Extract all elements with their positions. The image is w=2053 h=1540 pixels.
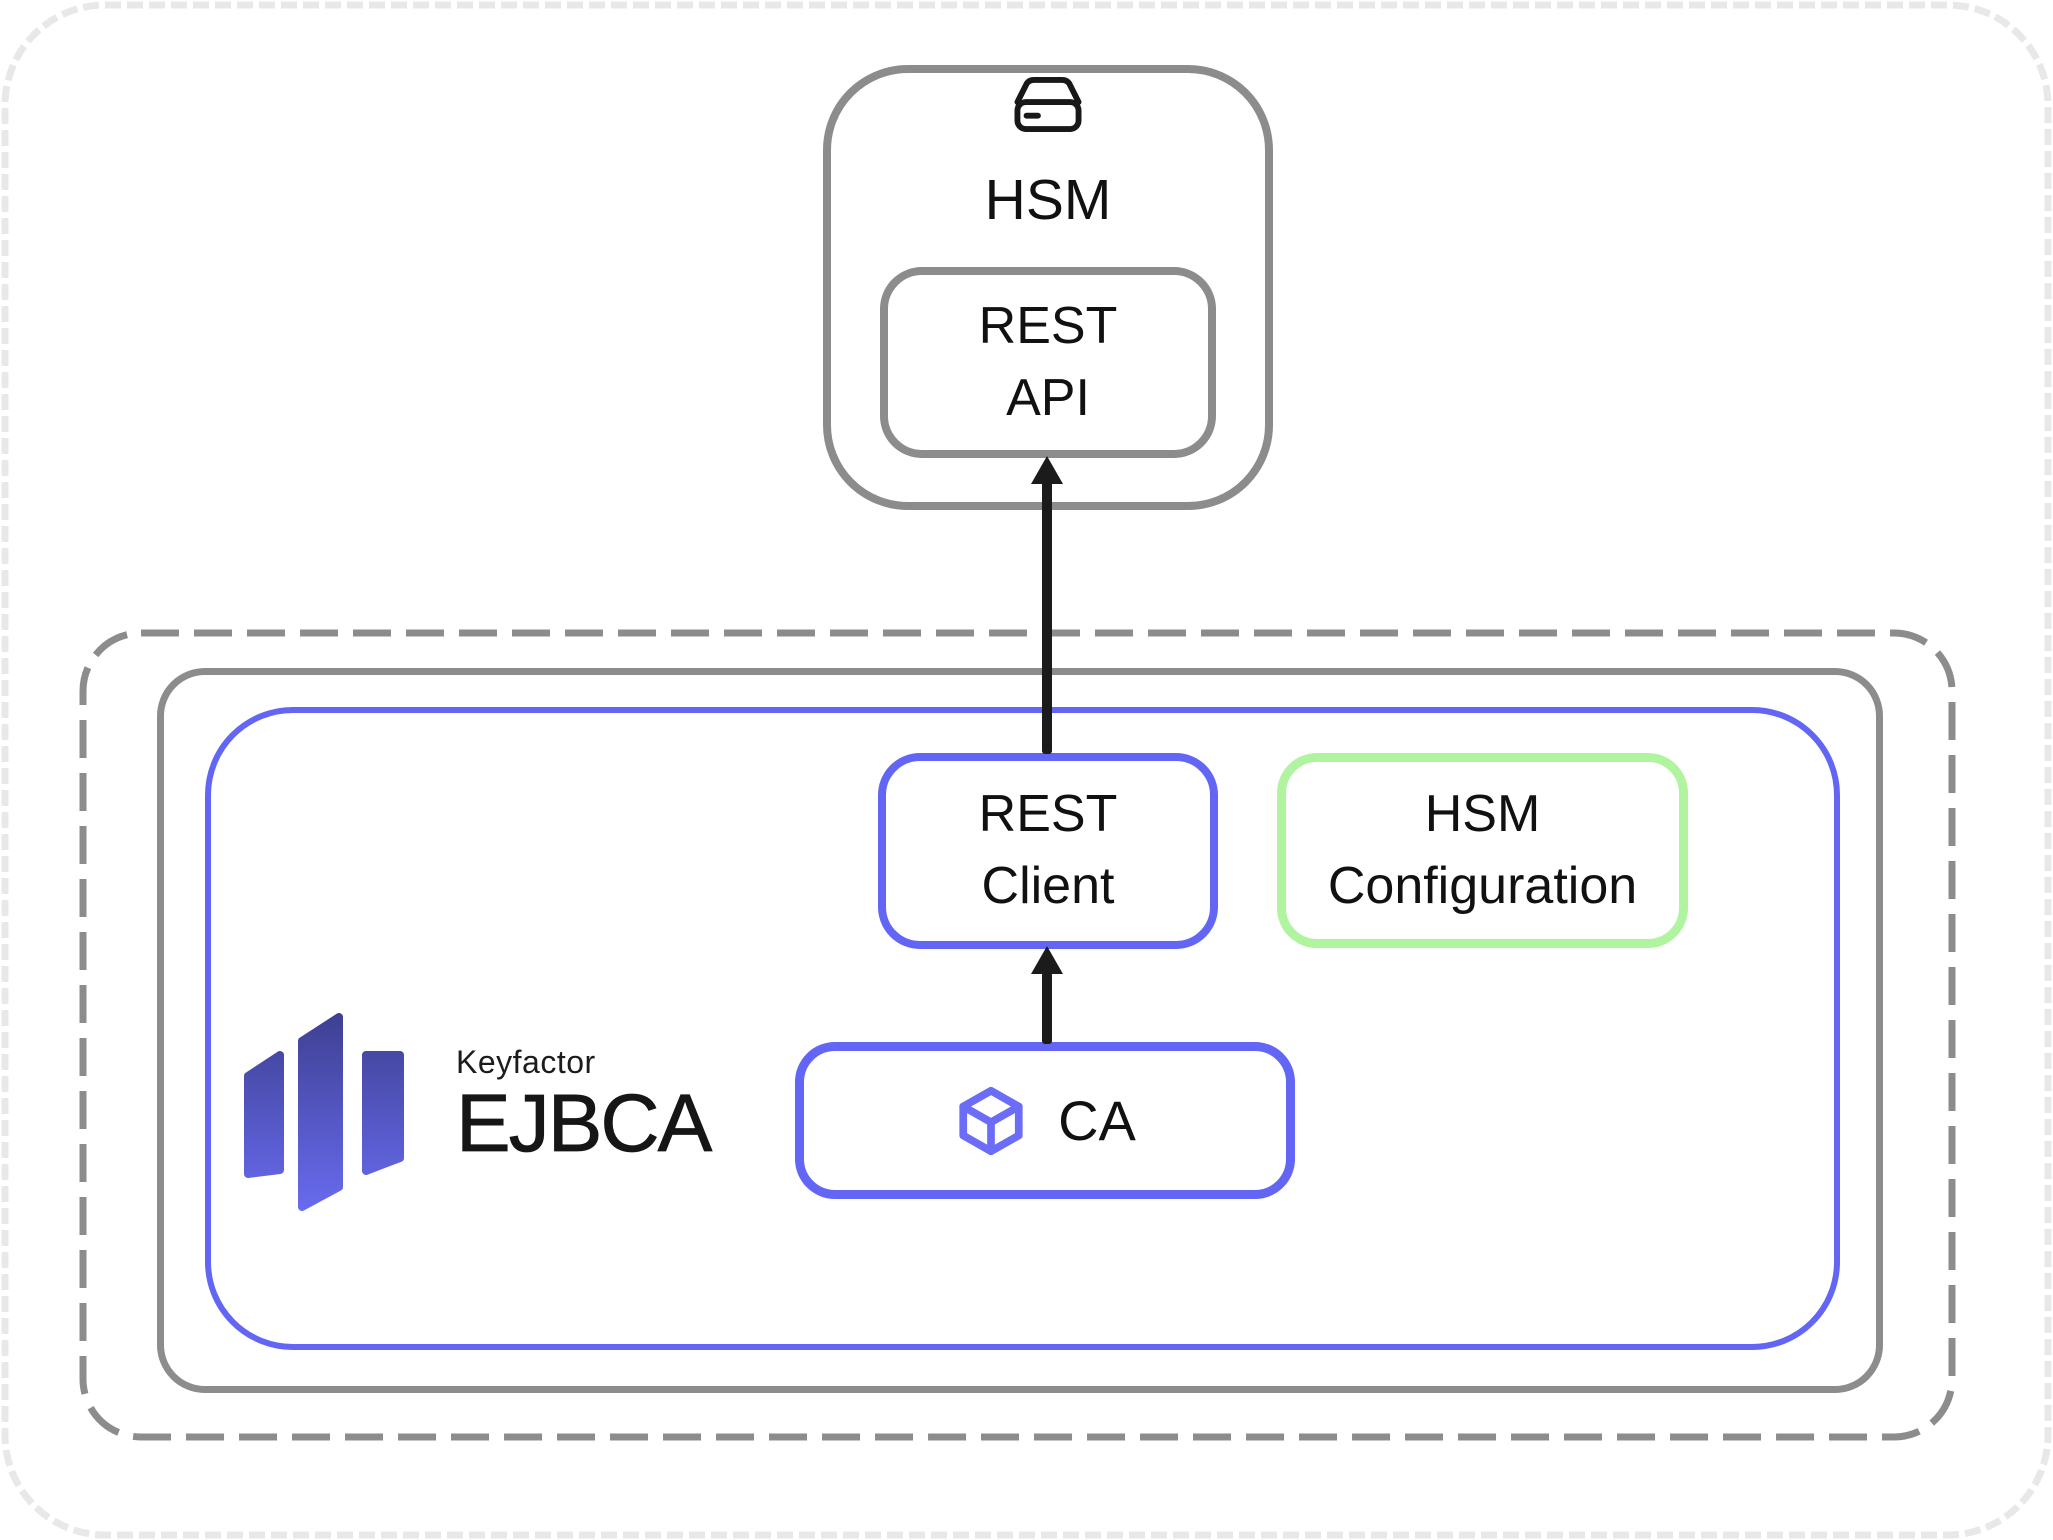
rest-client-node: REST Client [878, 753, 1218, 949]
arrow-rest-client-to-rest-api-line [1042, 478, 1052, 754]
rest-api-label-line2: API [1006, 368, 1090, 427]
keyfactor-bars-icon [244, 1013, 404, 1211]
logo-product-text: EJBCA [456, 1078, 713, 1169]
hsm-title: HSM [984, 168, 1112, 232]
cube-icon [959, 1086, 1023, 1155]
hard-drive-icon [1014, 77, 1082, 132]
arrow-ca-to-rest-client-head [1031, 946, 1063, 974]
logo-brand-text: Keyfactor [456, 1044, 596, 1080]
arrow-rest-client-to-rest-api-head [1031, 456, 1063, 484]
ca-node: CA [795, 1042, 1295, 1199]
rest-client-label-line2: Client [981, 857, 1115, 915]
rest-api-node: REST API [880, 267, 1216, 458]
rest-client-label-line1: REST [978, 785, 1118, 844]
hsm-configuration-node: HSM Configuration [1277, 753, 1688, 948]
arrow-ca-to-rest-client-line [1042, 972, 1052, 1044]
keyfactor-ejbca-logo: Keyfactor EJBCA [456, 1042, 713, 1169]
ca-label: CA [1058, 1089, 1136, 1152]
hsm-configuration-label-line1: HSM [1424, 784, 1541, 843]
rest-api-label-line1: REST [978, 296, 1118, 355]
hsm-configuration-label-line2: Configuration [1327, 856, 1638, 915]
deployment-dashed-border [79, 629, 1956, 1441]
